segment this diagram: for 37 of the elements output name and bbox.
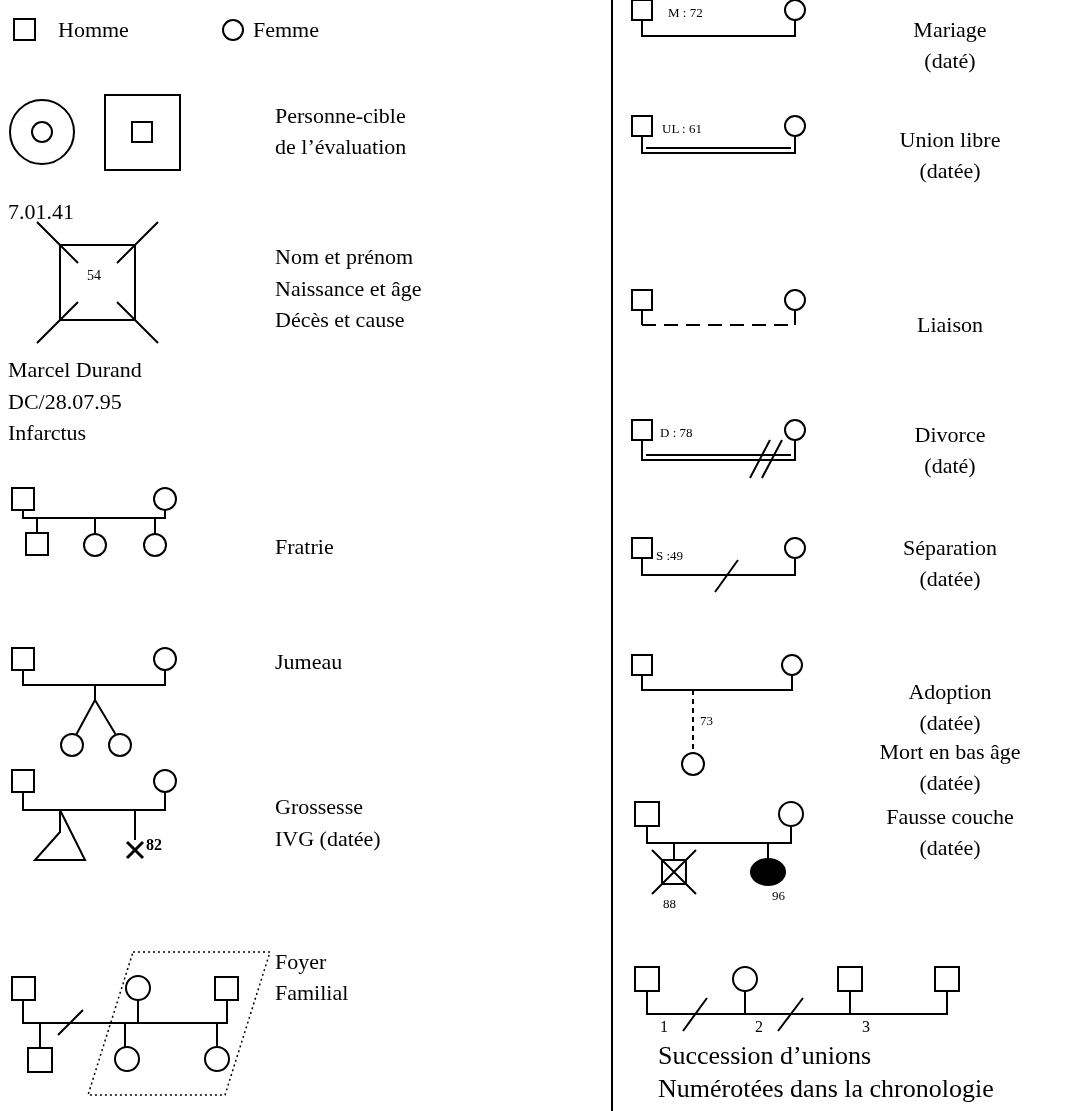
description-text: Fausse couche (datée)	[885, 803, 1015, 862]
description-text: Grossesse	[275, 793, 363, 821]
date-text: DC/28.07.95	[8, 388, 122, 416]
legend-text: Femme	[253, 16, 319, 44]
union-number: 2	[755, 1017, 763, 1037]
description-text: Adoption (datée)	[907, 678, 993, 737]
description-text: Personne-cible de l’évaluation	[275, 102, 408, 161]
description-text: Union libre (datée)	[898, 126, 1002, 185]
description-text: Numérotées dans la chronologie	[658, 1073, 994, 1105]
description-text: Jumeau	[275, 648, 343, 676]
union-number: 3	[862, 1017, 870, 1037]
union-number: 1	[660, 1017, 668, 1037]
date-label: 96	[772, 887, 785, 904]
description-text: Séparation (datée)	[901, 534, 999, 593]
date-number: 82	[146, 835, 162, 855]
description-text: IVG (datée)	[275, 825, 381, 853]
date-label: D : 78	[660, 424, 693, 441]
date-label: S :49	[656, 547, 684, 564]
date-label: M : 72	[668, 4, 703, 21]
description-text: Décès et cause	[275, 306, 405, 334]
description-text: Mort en bas âge (datée)	[878, 738, 1022, 797]
date-label: 73	[700, 712, 713, 729]
description-text: Succession d’unions	[658, 1040, 872, 1072]
description-text: Foyer Familial	[275, 948, 350, 1007]
description-text: Fratrie	[275, 533, 334, 561]
date-text: 7.01.41	[8, 198, 74, 226]
legend-text: Homme	[58, 16, 129, 44]
description-text: Naissance et âge	[275, 275, 422, 303]
cause-text: Infarctus	[8, 419, 87, 447]
description-text: Liaison	[916, 311, 984, 339]
age-number: 54	[87, 267, 101, 285]
description-text: Divorce (daté)	[913, 421, 987, 480]
date-label: UL : 61	[662, 120, 702, 137]
description-text: Mariage (daté)	[912, 16, 988, 75]
name-text: Marcel Durand	[8, 356, 142, 384]
description-text: Nom et prénom	[275, 243, 414, 271]
date-label: 88	[663, 895, 676, 912]
